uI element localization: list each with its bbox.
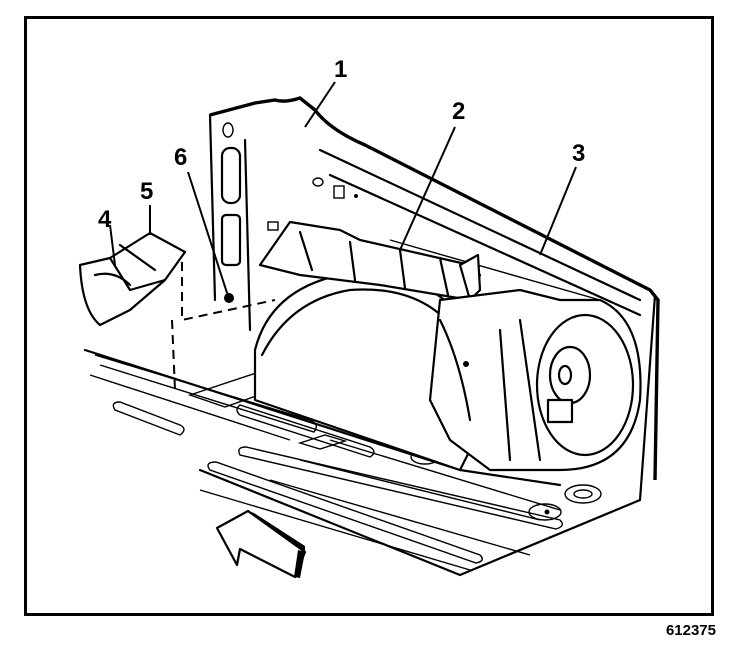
callout-6: 6 [174,144,188,171]
leader-6 [187,171,229,297]
box-panel [208,96,660,481]
diagram-frame [24,16,714,616]
callout-1: 1 [334,56,348,83]
box-floor [83,293,657,577]
callout-3: 3 [572,140,586,167]
callout-5: 5 [140,178,154,205]
direction-arrow [215,509,307,579]
figure-number: 612375 [665,622,716,639]
wheel-housing [428,288,642,472]
fastener [224,293,234,303]
install-path-line [181,262,276,322]
install-path-line-2 [171,319,176,391]
detached-cover [78,231,187,327]
leader-1 [304,81,336,128]
callout-2: 2 [452,98,466,125]
leader-3 [539,166,577,256]
callout-4: 4 [98,206,112,233]
leader-4 [109,224,116,266]
leader-2 [399,126,456,251]
duct-bracket [258,220,482,302]
